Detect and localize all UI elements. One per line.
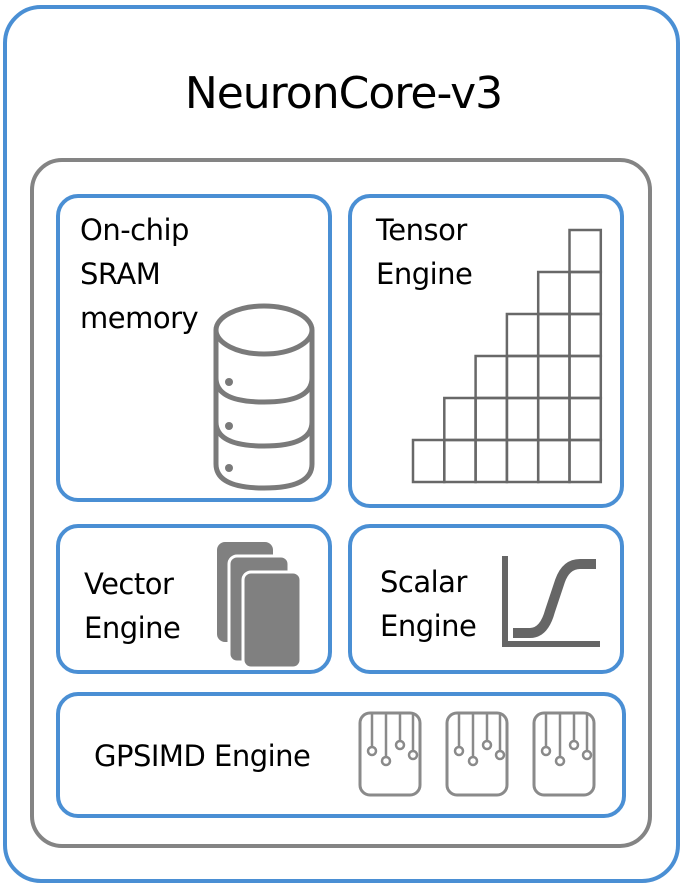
- tensor-grid-cell: [536, 312, 571, 358]
- sram-label-line-2: SRAM: [80, 257, 161, 291]
- tensor-grid-cell: [568, 354, 603, 400]
- tensor-grid-cell: [536, 396, 571, 442]
- stacked-cards-icon: [217, 542, 303, 670]
- tensor-grid-cell: [536, 438, 571, 484]
- vector-label-line-2: Engine: [84, 611, 181, 645]
- engines-container: [30, 158, 652, 848]
- gpsimd-engine-box: [56, 692, 626, 818]
- tensor-grid-cell: [536, 270, 571, 316]
- gpsimd-label: GPSIMD Engine: [94, 739, 311, 773]
- tensor-grid-cell: [568, 438, 603, 484]
- tensor-grid-cell: [568, 228, 603, 274]
- vector-label: Vector Engine: [84, 562, 181, 650]
- tensor-grid-cell: [474, 438, 509, 484]
- circuit-chip-icon: [445, 711, 509, 797]
- sram-label: On-chip SRAM memory: [80, 208, 199, 340]
- database-icon: [213, 303, 315, 491]
- tensor-grid-cell: [505, 438, 540, 484]
- tensor-grid-cell: [474, 354, 509, 400]
- scalar-label-line-1: Scalar: [380, 565, 467, 599]
- scalar-label: Scalar Engine: [380, 560, 477, 648]
- tensor-grid-cell: [443, 396, 477, 442]
- sram-label-line-1: On-chip: [80, 213, 189, 247]
- tensor-grid-cell: [505, 396, 540, 442]
- tensor-grid-cell: [411, 438, 446, 484]
- neuroncore-outer-frame: [3, 5, 680, 883]
- tensor-grid-cell: [536, 354, 571, 400]
- sram-label-line-3: memory: [80, 301, 199, 335]
- scalar-label-line-2: Engine: [380, 609, 477, 643]
- circuit-chip-icon: [358, 711, 422, 797]
- sigmoid-curve-icon: [502, 556, 600, 647]
- sram-memory-box: [56, 194, 332, 502]
- tensor-label: Tensor Engine: [376, 208, 473, 296]
- tensor-grid-cell: [568, 312, 603, 358]
- tensor-engine-box: [348, 194, 624, 508]
- scalar-engine-box: [348, 524, 624, 674]
- tensor-label-line-2: Engine: [376, 257, 473, 291]
- tensor-grid-cell: [568, 396, 603, 442]
- tensor-label-line-1: Tensor: [376, 213, 467, 247]
- tensor-grid-cell: [505, 354, 540, 400]
- diagram-title: NeuronCore-v3: [184, 68, 503, 119]
- tensor-grid-cell: [505, 312, 540, 358]
- tensor-grid-cell: [474, 396, 509, 442]
- staircase-grid-icon: [411, 228, 603, 484]
- circuit-chip-icon: [532, 711, 596, 797]
- vector-label-line-1: Vector: [84, 567, 174, 601]
- tensor-grid-cell: [443, 438, 477, 484]
- tensor-grid-cell: [568, 270, 603, 316]
